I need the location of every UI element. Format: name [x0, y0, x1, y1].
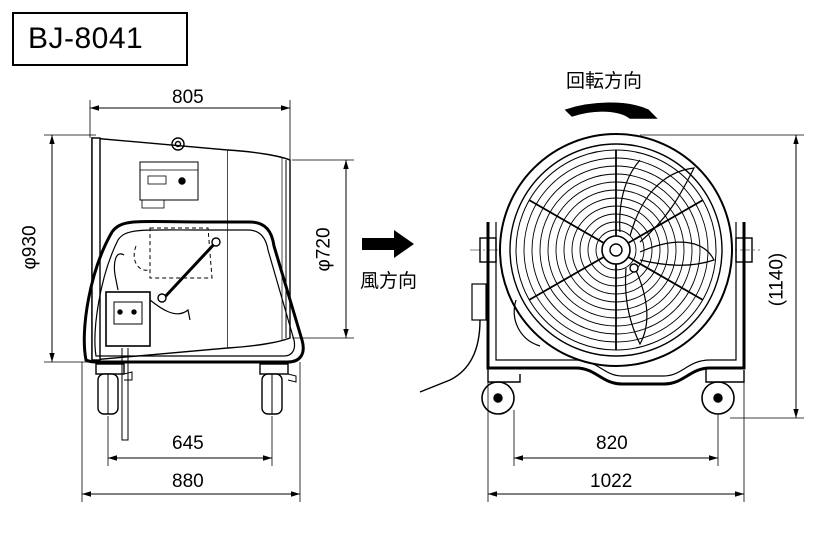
dim-720-label: φ720: [313, 227, 335, 272]
rotation-arrow: [564, 102, 658, 119]
control-box: [105, 291, 151, 347]
dim-1022-label: 1022: [590, 471, 633, 492]
side-view: [44, 100, 354, 502]
handle-frame: [82, 219, 305, 364]
dim-880-label: 880: [172, 471, 204, 492]
rotation-label: 回転方向: [566, 70, 643, 92]
lifting-eye: [171, 137, 185, 151]
brace: [160, 238, 220, 302]
dim-820-label: 820: [596, 433, 628, 454]
front-frame: [486, 222, 746, 386]
outlet-bell: [227, 149, 291, 349]
front-view: [419, 102, 804, 502]
dim-1140-label: (1140): [766, 252, 788, 307]
airflow-arrow: [362, 230, 414, 258]
dim-930-label: φ930: [19, 225, 41, 270]
caster-left-bracket: [95, 363, 125, 375]
fan-hub: [601, 235, 631, 265]
airflow-label: 風方向: [360, 270, 418, 292]
dim-805-label: 805: [172, 87, 204, 108]
fan-blades: [619, 159, 715, 346]
caster-right-bracket: [259, 363, 289, 375]
dim-645-label: 645: [172, 433, 204, 454]
model-label: BJ-8041: [12, 12, 188, 66]
